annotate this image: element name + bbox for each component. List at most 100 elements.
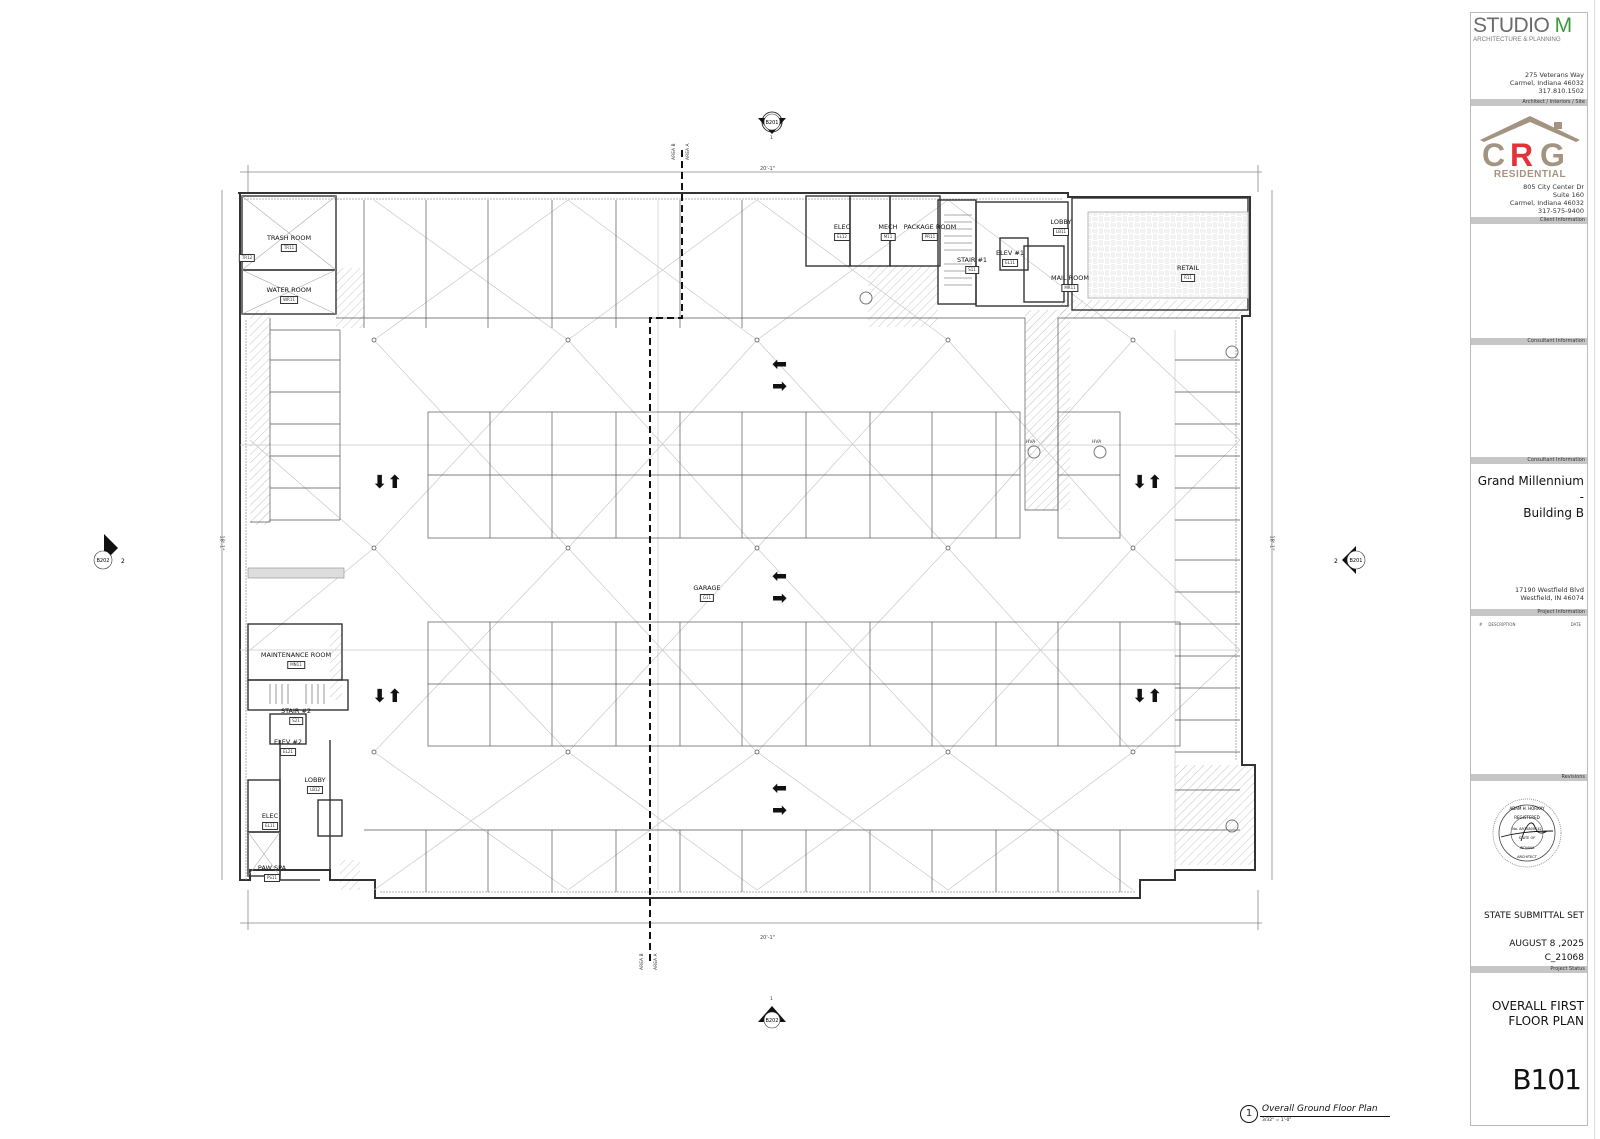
room-tag-mech: M11	[880, 233, 896, 241]
section-consultant-2: Consultant Information	[1471, 457, 1587, 464]
section-architect: Architect / Interiors / Site	[1471, 99, 1587, 106]
title-block: STUDIO M ARCHITECTURE & PLANNING 275 Vet…	[1470, 12, 1588, 1126]
traffic-arrow-right-icon: ➡	[772, 800, 788, 821]
room-label-stair-1: STAIR #1	[956, 256, 988, 264]
svg-text:REGISTERED: REGISTERED	[1514, 815, 1539, 820]
svg-text:B202: B202	[97, 558, 110, 564]
project-number: C_21068	[1544, 953, 1584, 963]
svg-text:2: 2	[1334, 558, 1338, 565]
svg-text:R: R	[1510, 137, 1533, 173]
room-tag-elev-2: EL21	[280, 748, 296, 756]
address-line: Carmel, Indiana 46032	[1509, 79, 1584, 87]
section-status: Project Status	[1471, 966, 1587, 973]
traffic-arrow-down-up-icon: ⬇⬆	[1132, 686, 1163, 707]
room-tag-retail: R11	[1181, 274, 1195, 282]
room-label-lobby-2: LOBBY	[304, 776, 326, 784]
dim-bottom: 20'-1"	[760, 935, 776, 941]
room-walls	[241, 195, 1249, 881]
svg-text:INDIANA: INDIANA	[1520, 846, 1535, 850]
room-tag-stair-1: S11	[965, 266, 979, 274]
dim-left: 18'-1"	[218, 535, 225, 551]
svg-text:STATE OF: STATE OF	[1519, 836, 1535, 840]
phone: 317-575-9400	[1537, 207, 1584, 215]
sheet-border	[1594, 0, 1595, 1139]
structural-grid	[240, 199, 1241, 891]
area-a-label-top: AREA A	[686, 143, 691, 160]
svg-text:C: C	[1482, 137, 1505, 173]
section-client: Client Information	[1471, 217, 1587, 224]
traffic-arrow-down-up-icon: ⬇⬆	[372, 686, 403, 707]
project-address: 17190 Westfield Blvd Westfield, IN 46074	[1515, 586, 1584, 602]
area-b-label-bottom: AREA B	[640, 953, 645, 970]
phone: 317.810.1502	[1538, 87, 1585, 95]
address-line: Westfield, IN 46074	[1520, 594, 1584, 602]
svg-text:RESIDENTIAL: RESIDENTIAL	[1494, 169, 1566, 180]
room-label-retail: RETAIL	[1176, 264, 1200, 272]
hva-label-2: HVA	[1092, 440, 1102, 445]
hatch-zones	[250, 265, 1255, 890]
room-tag-elec-2: EL11	[262, 822, 278, 830]
project-name-line: Grand Millennium -	[1477, 474, 1584, 504]
svg-text:G: G	[1540, 137, 1565, 173]
architect-address: 275 Veterans Way Carmel, Indiana 46032 3…	[1510, 71, 1584, 95]
svg-text:No. AR10800142: No. AR10800142	[1512, 827, 1542, 831]
area-a-label-bottom: AREA A	[654, 953, 659, 970]
svg-text:2: 2	[121, 558, 125, 565]
dim-top: 20'-1"	[760, 166, 776, 172]
svg-text:B202: B202	[766, 1018, 779, 1024]
room-label-elec-1: ELEC	[833, 223, 851, 231]
section-project: Project Information	[1471, 609, 1587, 616]
room-label-elec-2: ELEC	[261, 812, 279, 820]
revisions-header: # DESCRIPTION DATE	[1479, 622, 1581, 627]
dimension-lines	[221, 165, 1273, 930]
accessible-parking-icons	[859, 291, 1239, 833]
room-tag-stair-2: S21	[289, 717, 303, 725]
room-label-elev-2: ELEV #2	[274, 738, 302, 746]
architect-subtitle: ARCHITECTURE & PLANNING	[1473, 36, 1561, 43]
room-label-mail: MAIL ROOM	[1050, 274, 1090, 282]
architect-name-accent: M	[1554, 14, 1573, 37]
traffic-arrow-right-icon: ➡	[772, 376, 788, 397]
traffic-arrow-left-icon: ⬅	[772, 566, 788, 587]
address-line: 805 City Center Dr	[1523, 183, 1584, 191]
architect-seal: ADAM H. HORKAY REGISTERED No. AR10800142…	[1492, 798, 1562, 868]
room-tag-trash: TR11	[280, 244, 298, 252]
room-tag-paw-spa: PS11	[263, 874, 281, 882]
room-label-mech: MECH	[878, 223, 898, 231]
room-label-lobby-1: LOBBY	[1050, 218, 1072, 226]
traffic-arrow-down-up-icon: ⬇⬆	[372, 472, 403, 493]
address-line: 275 Veterans Way	[1524, 71, 1584, 79]
room-label-water: WATER ROOM	[266, 286, 312, 294]
section-marker-right: B201 2	[1334, 546, 1366, 574]
area-b-label-top: AREA B	[672, 143, 677, 160]
address-line: 17190 Westfield Blvd	[1514, 586, 1584, 594]
room-label-elev-1: ELEV #1	[996, 249, 1024, 257]
section-marker-left: B202 2	[93, 534, 125, 570]
section-consultant-1: Consultant Information	[1471, 338, 1587, 345]
room-tag-garage: G11	[699, 594, 715, 602]
rev-col-num: #	[1479, 622, 1483, 627]
plan-title-underline	[1260, 1116, 1390, 1118]
room-label-maintenance: MAINTENANCE ROOM	[260, 651, 332, 659]
stair-treads	[269, 214, 972, 704]
room-label-paw-spa: PAW SPA	[257, 864, 287, 872]
rev-col-desc: DESCRIPTION	[1488, 622, 1516, 627]
room-tag-mail: MR11	[1061, 284, 1079, 292]
traffic-arrow-right-icon: ➡	[772, 588, 788, 609]
traffic-arrow-left-icon: ⬅	[772, 354, 788, 375]
floor-plan-drawing: B201 B202 B202 2 B201 2	[93, 111, 1366, 1029]
columns	[371, 337, 1136, 755]
section-revisions: Revisions	[1471, 774, 1587, 781]
room-tag-package: PR11	[921, 233, 939, 241]
plan-title: Overall Ground Floor Plan	[1262, 1104, 1378, 1114]
project-name: Grand Millennium - Building B	[1471, 473, 1584, 521]
room-label-garage: GARAGE	[693, 584, 721, 592]
room-tag-small: TR12	[238, 254, 256, 262]
architect-logo: STUDIO M	[1473, 15, 1572, 37]
sheet-number: B101	[1512, 1063, 1582, 1096]
sheet-title-line: OVERALL FIRST	[1492, 999, 1584, 1013]
room-label-package: PACKAGE ROOM	[903, 223, 957, 231]
client-logo: C R G RESIDENTIAL	[1480, 116, 1580, 180]
hva-label-1: HVA	[1026, 440, 1036, 445]
address-line: Carmel, Indiana 46032	[1509, 199, 1584, 207]
